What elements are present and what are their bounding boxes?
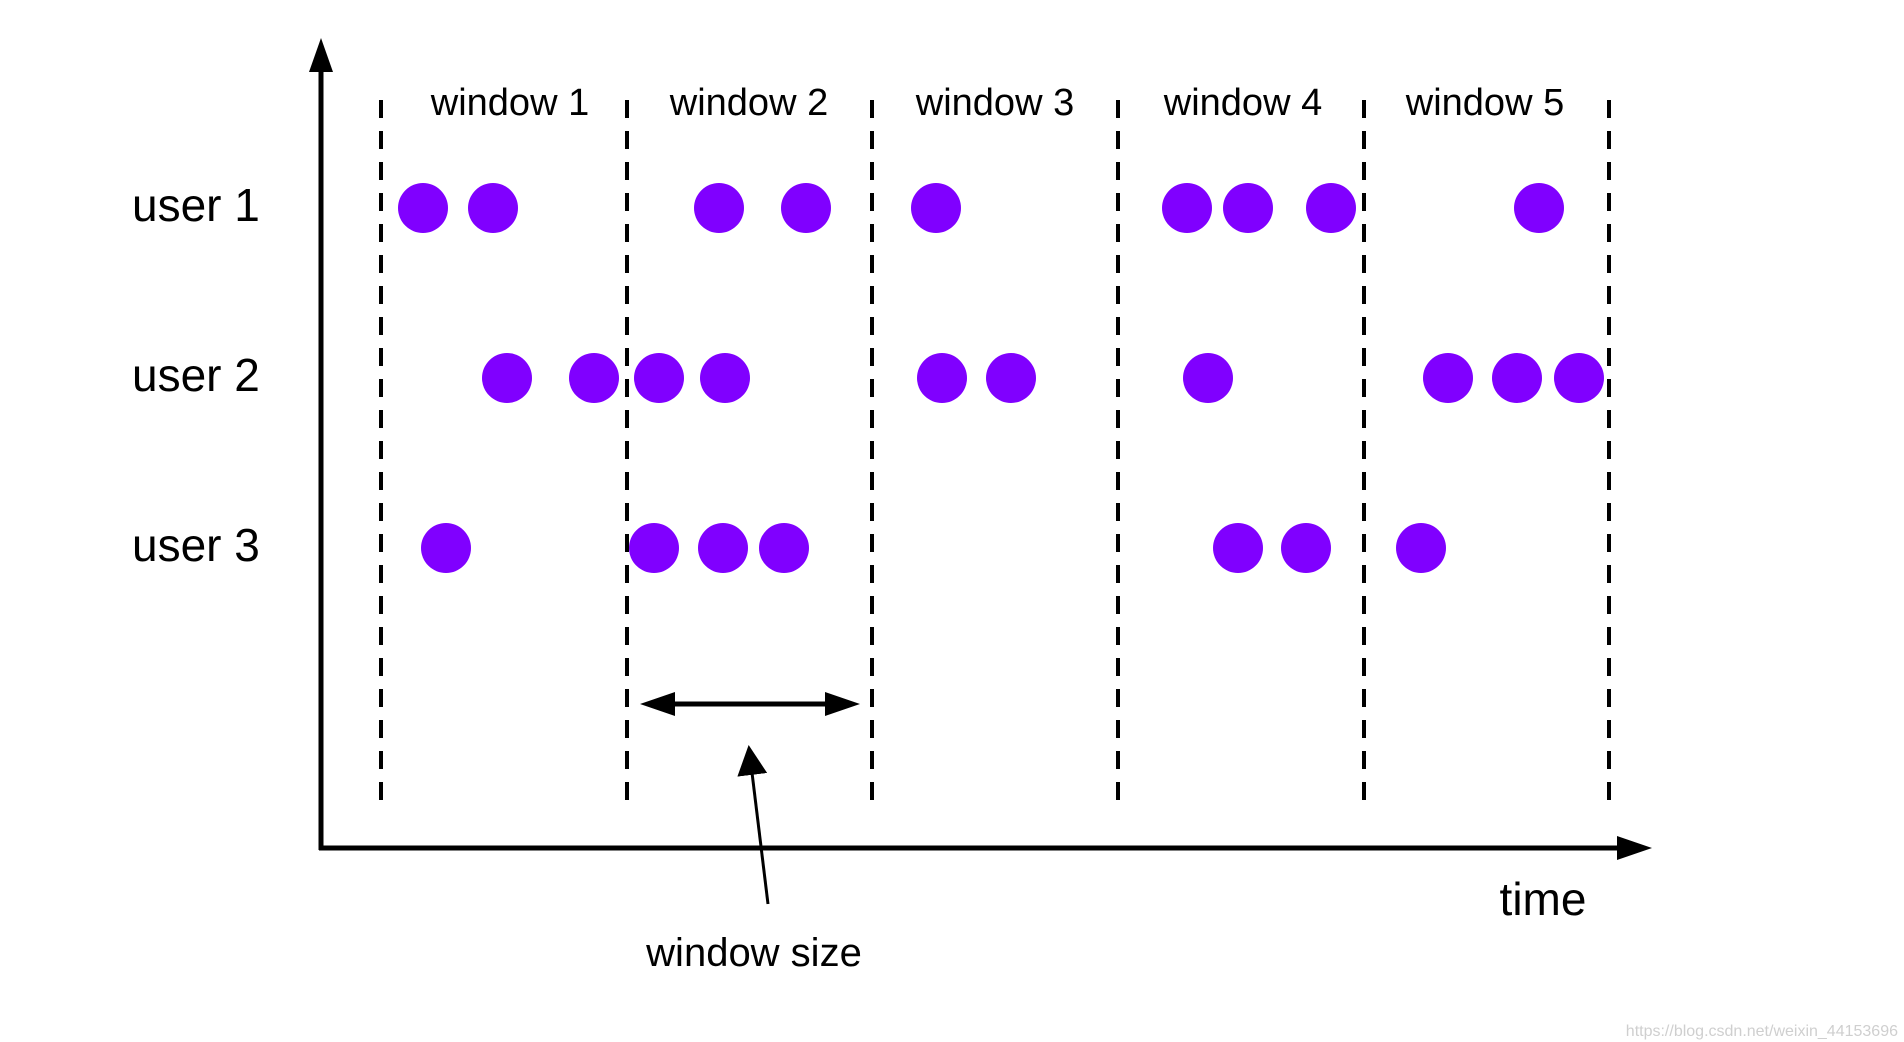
event-dot-user1-9 <box>1514 183 1564 233</box>
user-label-2: user 2 <box>132 349 260 401</box>
event-dot-user1-3 <box>694 183 744 233</box>
event-dot-user1-7 <box>1223 183 1273 233</box>
x-axis-arrowhead <box>1617 836 1652 860</box>
event-dot-user2-8 <box>1423 353 1473 403</box>
event-dot-user3-5 <box>1213 523 1263 573</box>
event-dot-user2-5 <box>917 353 967 403</box>
window-label-3: window 3 <box>915 82 1074 124</box>
window-label-5: window 5 <box>1405 82 1564 124</box>
window-label-4: window 4 <box>1163 82 1322 124</box>
user-label-3: user 3 <box>132 519 260 571</box>
window-size-arrowhead-right <box>825 692 860 716</box>
event-dot-user1-1 <box>398 183 448 233</box>
event-dot-user1-5 <box>911 183 961 233</box>
window-size-arrowhead-left <box>640 692 675 716</box>
x-axis-label: time <box>1500 873 1587 925</box>
event-dot-user2-6 <box>986 353 1036 403</box>
window-label-2: window 2 <box>669 82 828 124</box>
event-dot-user1-8 <box>1306 183 1356 233</box>
window-size-label: window size <box>645 931 862 975</box>
user-label-1: user 1 <box>132 179 260 231</box>
event-dot-user3-7 <box>1396 523 1446 573</box>
event-dot-user2-1 <box>482 353 532 403</box>
y-axis-arrowhead <box>309 38 333 72</box>
event-dot-user2-4 <box>700 353 750 403</box>
event-dot-user1-4 <box>781 183 831 233</box>
event-dot-user3-1 <box>421 523 471 573</box>
window-label-1: window 1 <box>430 82 589 124</box>
watermark: https://blog.csdn.net/weixin_44153696 <box>1626 1023 1898 1040</box>
event-dot-user2-9 <box>1492 353 1542 403</box>
window-boundaries <box>379 100 1611 805</box>
event-dot-user3-4 <box>759 523 809 573</box>
window-size-pointer <box>737 745 770 905</box>
event-dot-user2-7 <box>1183 353 1233 403</box>
events <box>398 183 1604 573</box>
event-dot-user2-10 <box>1554 353 1604 403</box>
event-dot-user2-2 <box>569 353 619 403</box>
event-dot-user1-2 <box>468 183 518 233</box>
event-dot-user3-6 <box>1281 523 1331 573</box>
event-dot-user1-6 <box>1162 183 1212 233</box>
event-dot-user2-3 <box>634 353 684 403</box>
event-dot-user3-2 <box>629 523 679 573</box>
event-dot-user3-3 <box>698 523 748 573</box>
